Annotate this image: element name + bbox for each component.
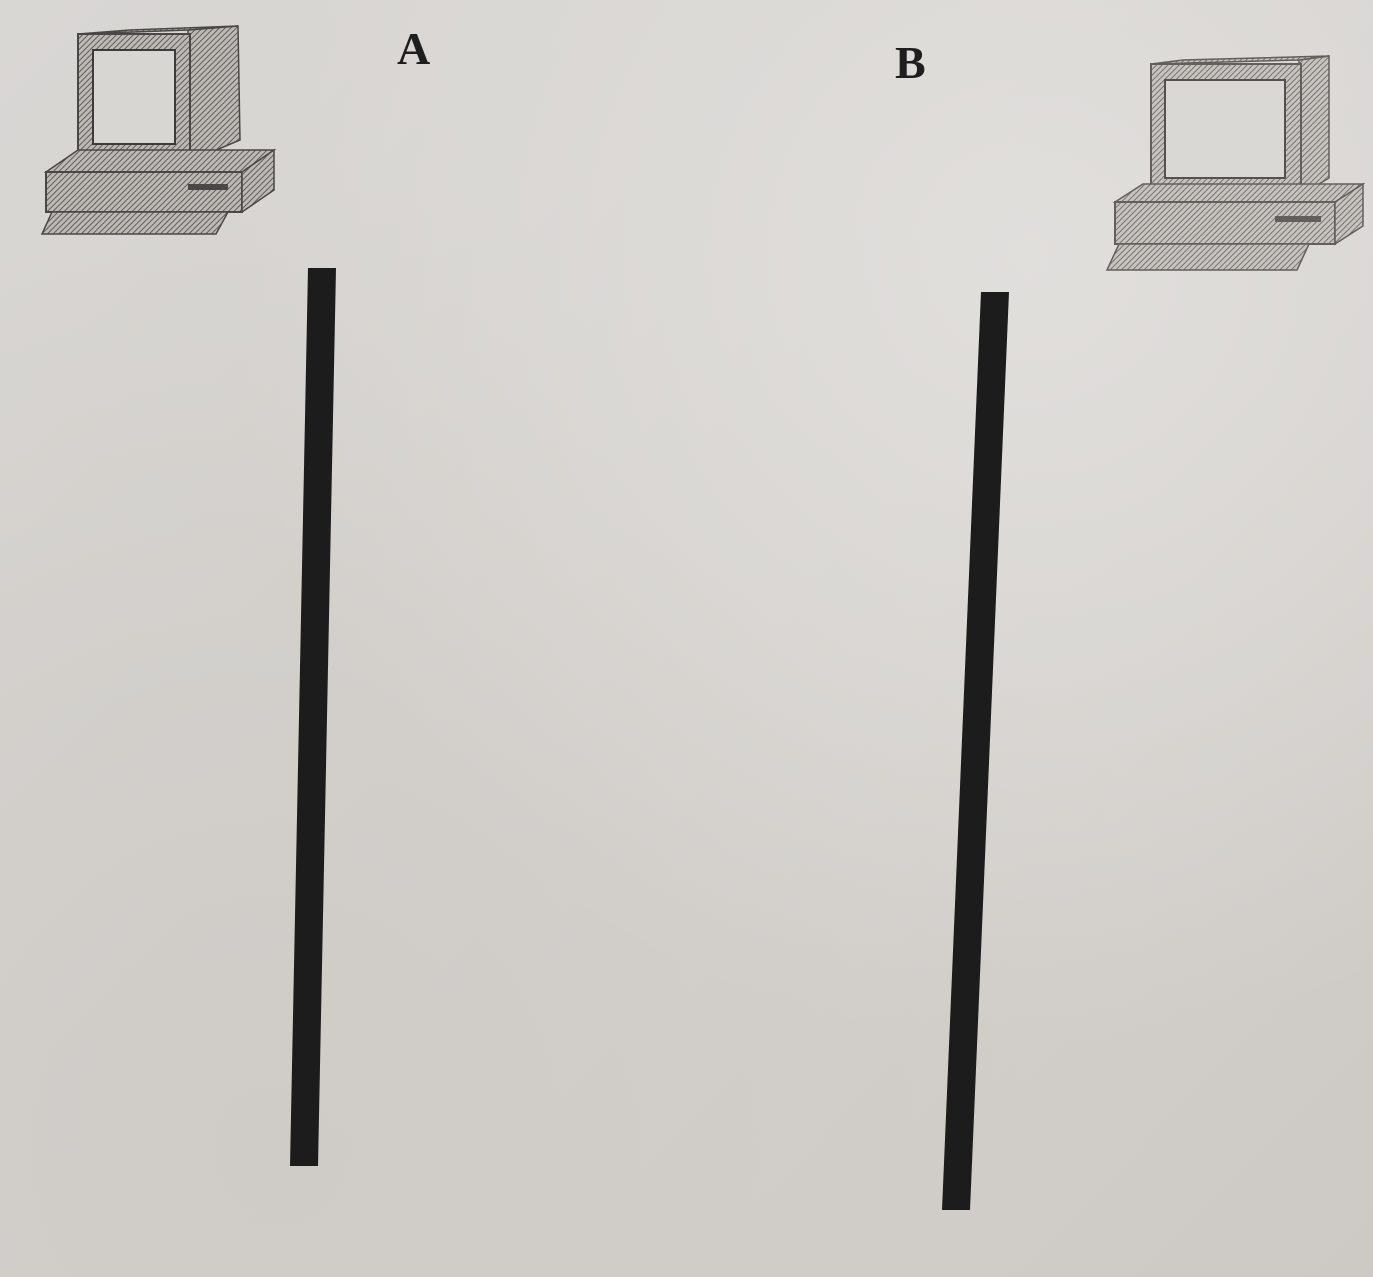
timeline-b <box>942 292 1009 1210</box>
host-a-label: A <box>397 23 431 74</box>
computer-b-icon <box>1105 55 1365 271</box>
computer-a-icon <box>40 25 277 235</box>
host-b-label: B <box>895 37 926 88</box>
timeline-a <box>290 268 336 1166</box>
